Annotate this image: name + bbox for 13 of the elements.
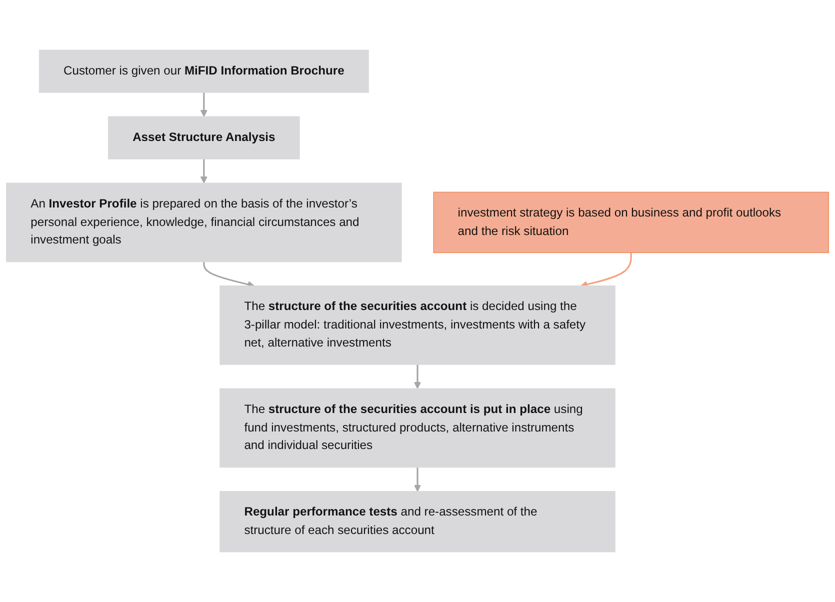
arrow [414,467,422,492]
arrow [200,158,208,184]
node-box: Customer is given our MiFID Information Brochure [38,50,369,93]
node-box: Asset Structure Analysis [108,116,300,160]
node-box: investment strategy is based on business and profit outlooks and the risk situation [433,192,829,254]
arrow [200,92,208,117]
arrow [414,364,422,389]
arrow [580,252,632,288]
node-box: The structure of the securities account is put in place using fund investments, structured products, alternative instruments and individual securities [220,388,616,468]
node-box: The structure of the securities account is decided using the 3-pillar model: traditional investments, investments with a safety net, alternative investments [220,285,616,365]
node-box: An Investor Profile is prepared on the basis of the investor’s personal experience, knowledge, financial circumstances and investment goals [6,182,402,262]
arrow [203,262,254,288]
node-box: Regular performance tests and re-assessment of the structure of each securities account [220,491,616,552]
